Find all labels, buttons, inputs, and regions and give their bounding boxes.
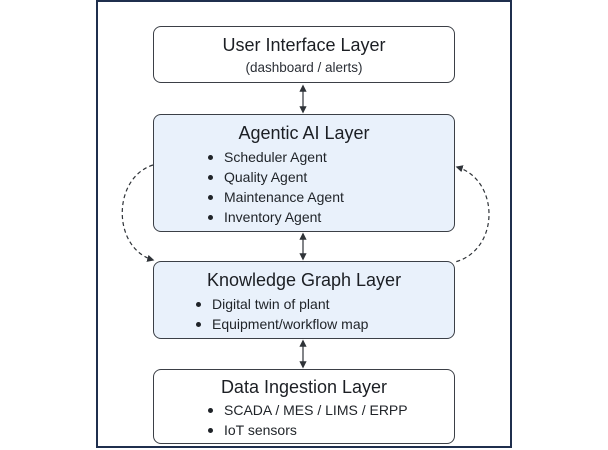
data-ingestion-item-list: SCADA / MES / LIMS / ERPP IoT sensors — [208, 400, 408, 440]
list-item: Inventory Agent — [208, 207, 344, 227]
knowledge-graph-layer-box: Knowledge Graph Layer Digital twin of pl… — [153, 261, 455, 339]
knowledge-graph-item-list: Digital twin of plant Equipment/workflow… — [196, 294, 368, 334]
list-item: Scheduler Agent — [208, 147, 344, 167]
agentic-ai-layer-title: Agentic AI Layer — [238, 123, 370, 143]
list-item: Maintenance Agent — [208, 187, 344, 207]
data-ingestion-layer-box: Data Ingestion Layer SCADA / MES / LIMS … — [153, 369, 455, 444]
list-item: Equipment/workflow map — [196, 314, 368, 334]
user-interface-layer-subtitle: (dashboard / alerts) — [245, 60, 363, 75]
list-item: Digital twin of plant — [196, 294, 368, 314]
list-item: Quality Agent — [208, 167, 344, 187]
list-item: IoT sensors — [208, 420, 408, 440]
user-interface-layer-box: User Interface Layer (dashboard / alerts… — [153, 26, 455, 83]
agentic-ai-agent-list: Scheduler Agent Quality Agent Maintenanc… — [208, 147, 344, 227]
agentic-ai-layer-box: Agentic AI Layer Scheduler Agent Quality… — [153, 114, 455, 232]
user-interface-layer-title: User Interface Layer — [222, 35, 386, 55]
data-ingestion-layer-title: Data Ingestion Layer — [220, 377, 388, 397]
list-item: SCADA / MES / LIMS / ERPP — [208, 400, 408, 420]
knowledge-graph-layer-title: Knowledge Graph Layer — [206, 270, 402, 290]
